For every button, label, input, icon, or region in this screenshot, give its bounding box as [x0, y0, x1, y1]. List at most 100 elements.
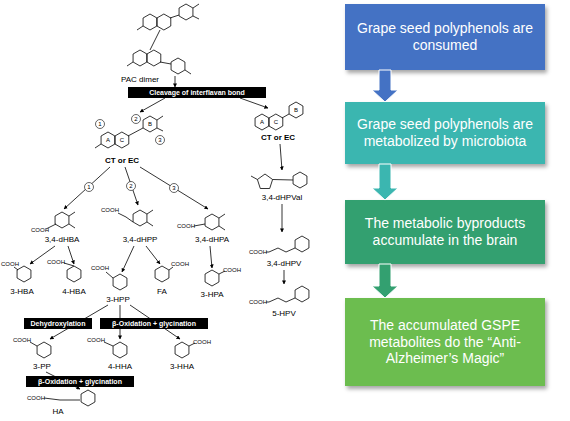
atom-label: COOH [13, 337, 31, 343]
compound-label: 3,4-dHPV [267, 260, 302, 268]
compound-label: CT or EC [261, 134, 295, 142]
chemical-structure [113, 342, 127, 358]
chemical-structure [273, 179, 293, 181]
chemical-structure [113, 274, 127, 290]
reaction-band: Dehydroxylation [24, 318, 92, 329]
node-text: Grape seed polyphenols are metabolized b… [355, 116, 535, 150]
number-circle [156, 136, 165, 145]
node-text: The metabolic byproducts accumulate in t… [355, 215, 535, 249]
compound-label: 3,4-dHPP [123, 236, 158, 244]
compound-label: PAC dimer [121, 76, 159, 84]
chemical-structure [205, 270, 219, 286]
chemical-structure [147, 50, 161, 66]
reaction-arrow [140, 98, 165, 112]
reaction-arrow [284, 270, 285, 284]
chemical-structure [193, 4, 199, 8]
atom-label: COOH [47, 259, 65, 265]
reaction-band: β-Oxidation + glycination [100, 318, 208, 329]
compound-label: 4-HBA [62, 288, 86, 296]
process-box: Grape seed polyphenols are consumed [345, 4, 545, 70]
chemical-structure [160, 62, 171, 64]
number-circle [132, 115, 141, 124]
reaction-arrow [175, 76, 176, 87]
chemical-structure [118, 213, 133, 222]
chemical-structure [289, 102, 303, 118]
reaction-band: β-Oxidation + glycination [26, 376, 134, 387]
chemical-structure [14, 4, 309, 406]
compound-label: 5-HPV [272, 310, 296, 318]
chemical-structure [30, 342, 37, 346]
atom-label: COOH [31, 227, 49, 233]
chemical-structure [14, 267, 18, 270]
chemical-structure [179, 4, 193, 20]
chemical-structure [106, 272, 113, 278]
number-circle [96, 120, 105, 129]
compound-label: 4-HHA [108, 363, 132, 371]
compound-label: 3,4-dHPA [195, 236, 229, 244]
atom-label: COOH [177, 223, 195, 229]
chemical-structure [193, 16, 199, 19]
compound-label: CT or EC [105, 157, 139, 165]
chemical-structure [101, 132, 115, 148]
process-box: The accumulated GSPE metabolites do the … [345, 298, 545, 386]
node-text: Cleavage of interflavan bond [149, 87, 245, 98]
chemical-structure [169, 267, 173, 270]
atom-label: COOH [101, 207, 119, 213]
chemical-structure [37, 342, 51, 358]
chemical-structure [143, 14, 157, 30]
process-box: Grape seed polyphenols are metabolized b… [345, 102, 545, 164]
number-circle [85, 183, 94, 192]
chemical-structure [150, 30, 160, 50]
chemical-structure [157, 14, 171, 30]
chemical-structure [137, 26, 143, 30]
chemical-structure [67, 266, 81, 282]
chemical-structure [194, 224, 205, 226]
chemical-structure [143, 116, 157, 132]
flow-arrow [372, 164, 398, 200]
chemical-structure [170, 15, 179, 18]
atom-label: COOH [27, 395, 45, 401]
callout-number: 3 [158, 137, 161, 143]
chemical-structure [157, 116, 163, 120]
chemical-structure [293, 172, 307, 188]
chemical-structure [171, 58, 185, 74]
reaction-arrow [64, 167, 110, 209]
number-circle [170, 184, 179, 193]
ring-letter: A [106, 137, 110, 143]
number-circle [127, 182, 136, 191]
chemical-structure [266, 298, 295, 302]
node-text: β-Oxidation + glycination [112, 318, 196, 329]
chemical-structure [95, 144, 101, 148]
ring-letter: B [148, 121, 152, 127]
chemical-structure [127, 62, 133, 66]
chemical-structure [17, 266, 31, 282]
chemical-structure [257, 174, 272, 189]
callout-number: 1 [98, 121, 101, 127]
chemical-structure [295, 236, 309, 252]
ring-letter: C [274, 119, 278, 125]
chemical-structure [104, 342, 113, 346]
process-box: The metabolic byproducts accumulate in t… [345, 200, 545, 264]
reaction-arrow [210, 246, 212, 268]
reaction-arrow [122, 246, 134, 272]
atom-label: COOH [171, 261, 189, 267]
compound-label: 3-HHA [170, 363, 194, 371]
compound-label: 3-HBA [10, 288, 34, 296]
number-circle [85, 115, 179, 193]
reaction-arrow [280, 144, 282, 170]
chemical-structure [219, 214, 225, 218]
callout-number: 1 [87, 184, 90, 190]
reaction-arrow [68, 246, 74, 264]
atom-label: COOH [249, 249, 267, 255]
chemical-structure [175, 342, 189, 358]
callout-number: 3 [172, 185, 175, 191]
chemical-structure [147, 210, 153, 214]
atom-label: COOH [193, 339, 211, 345]
chemical-structure [295, 286, 309, 302]
atom-label: COOH [223, 267, 241, 273]
compound-label: HA [52, 408, 63, 416]
chemical-structure [251, 176, 257, 180]
reaction-arrow [140, 167, 208, 209]
node-text: β-Oxidation + glycination [38, 376, 122, 387]
chemical-structure [282, 114, 289, 118]
